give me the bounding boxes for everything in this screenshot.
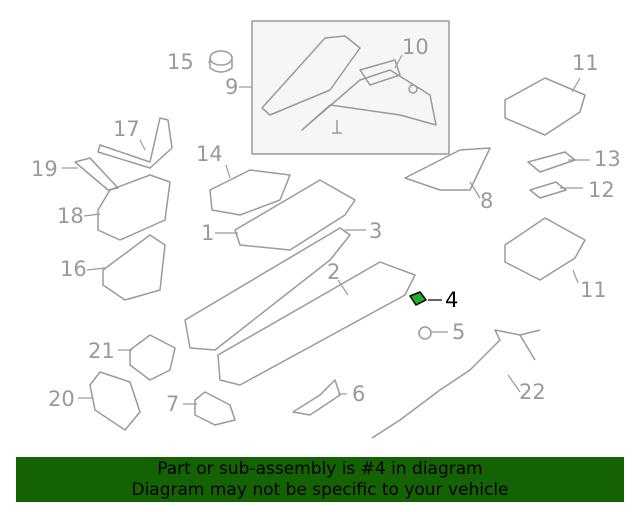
part-18-armrest [97, 174, 171, 241]
callout-7: 7 [166, 392, 180, 416]
callout-21: 21 [88, 339, 115, 363]
part-14-cupholder [209, 169, 291, 216]
callout-12: 12 [588, 178, 615, 202]
banner-disclaimer-line: Diagram may not be specific to your vehi… [131, 480, 509, 500]
callout-19: 19 [31, 157, 58, 181]
callout-20: 20 [48, 387, 75, 411]
callout-11-upper: 11 [572, 51, 599, 75]
callout-16: 16 [60, 257, 87, 281]
part-17-trim [97, 117, 173, 169]
callout-1: 1 [201, 221, 215, 245]
part-19-trim [74, 157, 119, 191]
part-6-bracket [292, 379, 341, 416]
callout-15: 15 [167, 50, 194, 74]
callout-4: 4 [445, 288, 459, 312]
part-16-armrest-base [102, 234, 166, 301]
part-2-side-panel [217, 261, 416, 386]
callout-18: 18 [57, 204, 84, 228]
callout-22: 22 [519, 380, 546, 404]
part-13-pad [527, 151, 576, 173]
part-21-vent [129, 334, 176, 381]
part-15-cap [209, 50, 233, 66]
callout-13: 13 [594, 147, 621, 171]
part-7-bracket [194, 391, 236, 426]
callout-10: 10 [402, 35, 429, 59]
part-15-cap-body [209, 58, 233, 73]
callout-11-lower: 11 [580, 278, 607, 302]
callout-3: 3 [369, 219, 383, 243]
part-20-bracket [89, 371, 141, 431]
callout-5: 5 [452, 320, 466, 344]
part-22-harness [371, 329, 541, 439]
callout-8: 8 [480, 189, 494, 213]
part-4-bolt [409, 291, 427, 306]
callout-9: 9 [225, 75, 239, 99]
banner-part-line: Part or sub-assembly is #4 in diagram [157, 459, 483, 479]
part-11-lower-tray [504, 217, 586, 281]
part-3-side-panel [184, 227, 351, 351]
part-10-bracket [359, 59, 401, 86]
part-info-banner: Part or sub-assembly is #4 in diagram Di… [16, 457, 624, 502]
part-10-screw [408, 84, 418, 94]
part-11-upper-tray [504, 77, 586, 136]
part-1-console-base [234, 179, 356, 251]
leader-lines [62, 54, 590, 405]
callout-14: 14 [196, 142, 223, 166]
part-12-pad [529, 181, 567, 199]
callout-17: 17 [113, 117, 140, 141]
callout-2: 2 [327, 260, 341, 284]
part-9-screw [332, 120, 342, 134]
part-8-cover [404, 147, 491, 191]
part-5-clip [418, 326, 432, 340]
callout-6: 6 [352, 382, 366, 406]
